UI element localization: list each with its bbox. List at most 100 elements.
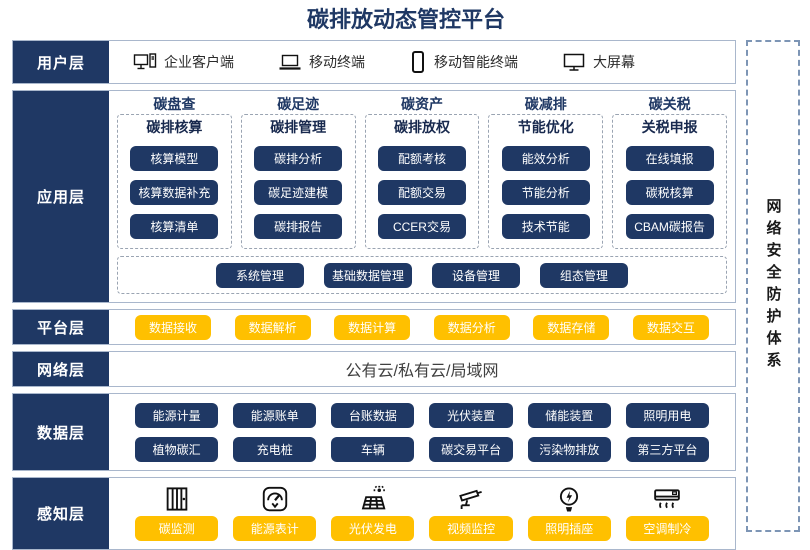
data-source-pill: 光伏装置 [429, 402, 513, 428]
app-module-pill: 核算模型 [130, 146, 219, 171]
data-source-pill: 照明用电 [625, 402, 709, 428]
platform-pill: 数据接收 [135, 314, 211, 340]
device-big-screen: 大屏幕 [562, 51, 635, 73]
app-box-title: 碳排核算 [146, 119, 203, 135]
user-layer-content: 企业客户端 移动终端 [109, 41, 735, 83]
app-box-title: 关税申报 [641, 119, 698, 135]
diagram-body: 用户层 企业客户端 [12, 40, 800, 550]
app-column-header: 碳减排 [524, 96, 567, 112]
platform-pill: 数据计算 [334, 314, 411, 340]
network-layer-label: 网络层 [13, 352, 109, 386]
solar-panel-icon [358, 482, 388, 516]
device-smart-terminal: 移动智能终端 [409, 50, 518, 74]
sense-pill: 能源表计 [233, 516, 317, 541]
sense-carbon-monitoring: 碳监测 [135, 482, 219, 541]
app-layer-label: 应用层 [13, 91, 109, 302]
app-common-pill: 设备管理 [432, 262, 520, 288]
platform-pill: 数据存储 [533, 314, 610, 340]
platform-layer-content: 数据接收 数据解析 数据计算 数据分析 数据存储 数据交互 [109, 310, 735, 344]
app-box-title: 碳排管理 [270, 119, 327, 135]
app-column-carbon-footprint: 碳足迹 碳排管理 碳排分析 碳足迹建模 碳排报告 [240, 94, 356, 249]
sense-lighting-socket: 照明插座 [527, 482, 611, 541]
platform-layer-label: 平台层 [13, 310, 109, 344]
air-conditioner-icon [652, 482, 682, 516]
perception-layer-row: 感知层 碳监测 [12, 477, 736, 550]
layer-stack: 用户层 企业客户端 [12, 40, 736, 550]
security-sidebar-box: 网络安全防护体系 [746, 40, 800, 532]
sense-video-surveillance: 视频监控 [429, 482, 513, 541]
app-module-pill: 碳税核算 [625, 180, 714, 205]
data-source-pill: 能源账单 [233, 402, 317, 428]
app-module-pill: CCER交易 [377, 214, 466, 239]
platform-layer-row: 平台层 数据接收 数据解析 数据计算 数据分析 数据存储 数据交互 [12, 309, 736, 345]
app-module-pill: 节能分析 [501, 180, 590, 205]
app-column-box: 关税申报 在线填报 碳税核算 CBAM碳报告 [612, 114, 727, 249]
device-label: 移动智能终端 [434, 54, 518, 70]
app-common-pill: 基础数据管理 [324, 262, 412, 288]
app-module-pill: 碳排报告 [254, 214, 343, 239]
user-layer-row: 用户层 企业客户端 [12, 40, 736, 84]
app-column-box: 碳排管理 碳排分析 碳足迹建模 碳排报告 [240, 114, 356, 249]
smartphone-icon [409, 50, 427, 74]
perception-layer-content: 碳监测 能源表计 [109, 478, 735, 549]
app-common-pill: 系统管理 [216, 262, 304, 288]
sense-pill: 视频监控 [429, 516, 513, 541]
sense-pill: 照明插座 [527, 516, 611, 541]
platform-pill: 数据分析 [433, 314, 510, 340]
app-module-pill: 核算清单 [130, 214, 219, 239]
device-label: 企业客户端 [164, 54, 234, 70]
page-title: 碳排放动态管控平台 [306, 7, 505, 32]
security-sidebar: 网络安全防护体系 [746, 40, 800, 532]
data-layer-label: 数据层 [13, 394, 109, 470]
laptop-icon [278, 51, 302, 73]
app-common-pill: 组态管理 [540, 262, 628, 288]
app-layer-row: 应用层 碳盘查 碳排核算 核算模型 核算数据补充 核算清单 [12, 90, 736, 303]
app-module-pill: 配额交易 [377, 180, 466, 205]
app-column-carbon-reduction: 碳减排 节能优化 能效分析 节能分析 技术节能 [488, 94, 604, 249]
app-layer-content: 碳盘查 碳排核算 核算模型 核算数据补充 核算清单 碳足迹 碳排管理 [109, 91, 735, 302]
app-module-pill: 核算数据补充 [130, 180, 219, 205]
app-box-title: 节能优化 [517, 119, 574, 135]
data-source-pill: 碳交易平台 [429, 436, 513, 462]
app-module-pill: 技术节能 [501, 214, 590, 239]
app-column-carbon-inventory: 碳盘查 碳排核算 核算模型 核算数据补充 核算清单 [117, 94, 232, 249]
app-box-title: 碳排放权 [393, 119, 450, 135]
app-module-pill: CBAM碳报告 [625, 214, 714, 239]
sense-air-conditioning: 空调制冷 [625, 482, 709, 541]
device-mobile-terminal: 移动终端 [278, 51, 365, 73]
app-column-box: 碳排核算 核算模型 核算数据补充 核算清单 [117, 114, 232, 249]
data-layer-content: 能源计量 能源账单 台账数据 光伏装置 储能装置 照明用电 植物碳汇 充电桩 车… [109, 394, 735, 470]
app-column-header: 碳足迹 [277, 96, 320, 112]
app-module-pill: 碳足迹建模 [254, 180, 343, 205]
app-columns: 碳盘查 碳排核算 核算模型 核算数据补充 核算清单 碳足迹 碳排管理 [117, 94, 727, 249]
device-enterprise-client: 企业客户端 [133, 51, 234, 73]
platform-pill: 数据解析 [234, 314, 311, 340]
device-label: 大屏幕 [593, 54, 635, 70]
data-source-pill: 污染物排放 [527, 436, 611, 462]
data-source-pill: 车辆 [331, 436, 415, 462]
light-bulb-icon [554, 482, 584, 516]
app-column-carbon-tariff: 碳关税 关税申报 在线填报 碳税核算 CBAM碳报告 [612, 94, 727, 249]
sense-solar-power: 光伏发电 [331, 482, 415, 541]
desktop-pc-icon [133, 51, 157, 73]
cctv-camera-icon [456, 482, 486, 516]
data-source-pill: 植物碳汇 [135, 436, 219, 462]
app-column-header: 碳盘查 [153, 96, 196, 112]
data-source-pill: 能源计量 [135, 402, 219, 428]
network-layer-text: 公有云/私有云/局域网 [345, 363, 499, 380]
app-column-carbon-asset: 碳资产 碳排放权 配额考核 配额交易 CCER交易 [364, 94, 480, 249]
app-column-header: 碳资产 [400, 96, 443, 112]
app-module-pill: 碳排分析 [254, 146, 343, 171]
monitor-icon [562, 51, 586, 73]
app-common-modules-box: 系统管理 基础数据管理 设备管理 组态管理 [117, 256, 727, 294]
data-source-pill: 储能装置 [527, 402, 611, 428]
app-module-pill: 在线填报 [625, 146, 714, 171]
user-layer-label: 用户层 [13, 41, 109, 83]
app-column-box: 节能优化 能效分析 节能分析 技术节能 [488, 114, 604, 249]
app-column-box: 碳排放权 配额考核 配额交易 CCER交易 [364, 114, 480, 249]
sense-pill: 光伏发电 [331, 516, 415, 541]
device-label: 移动终端 [309, 54, 365, 70]
data-source-pill: 第三方平台 [625, 436, 709, 462]
network-layer-row: 网络层 公有云/私有云/局域网 [12, 351, 736, 387]
